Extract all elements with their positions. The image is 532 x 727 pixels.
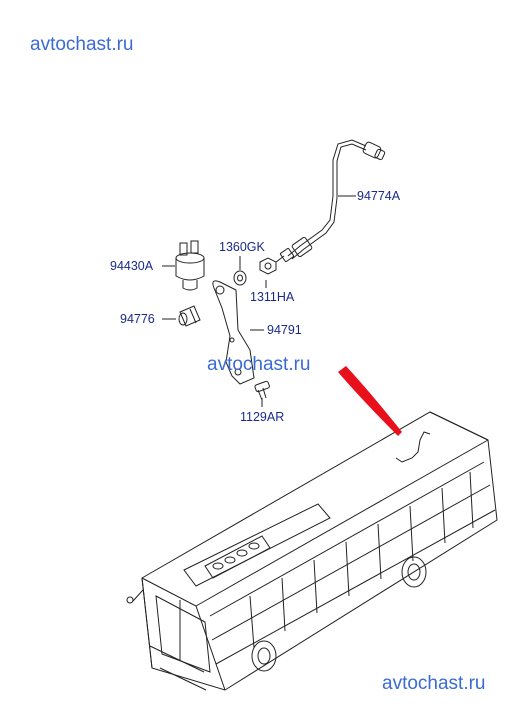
pressure-switch-94430A — [175, 240, 205, 291]
pointer-arrow — [338, 366, 402, 436]
bolt-1129AR — [254, 380, 270, 401]
label-94430A: 94430A — [110, 259, 154, 273]
adapter-94776 — [178, 305, 201, 327]
bus-outline — [126, 411, 498, 691]
label-94776: 94776 — [120, 312, 155, 326]
bracket-94791 — [212, 280, 255, 385]
label-1129AR: 1129AR — [240, 410, 285, 424]
label-94774A: 94774A — [357, 189, 401, 203]
label-1311HA: 1311HA — [250, 290, 295, 304]
watermark-center: avtochast.ru — [207, 354, 311, 375]
washer-1360GK — [233, 270, 247, 286]
watermark-top-left: avtochast.ru — [30, 34, 134, 55]
label-1360GK: 1360GK — [219, 240, 265, 254]
nut-1311HA — [259, 257, 277, 275]
watermark-bottom-right: avtochast.ru — [382, 673, 486, 694]
sensor-cable-94774A — [275, 139, 386, 263]
label-94791: 94791 — [267, 323, 302, 337]
